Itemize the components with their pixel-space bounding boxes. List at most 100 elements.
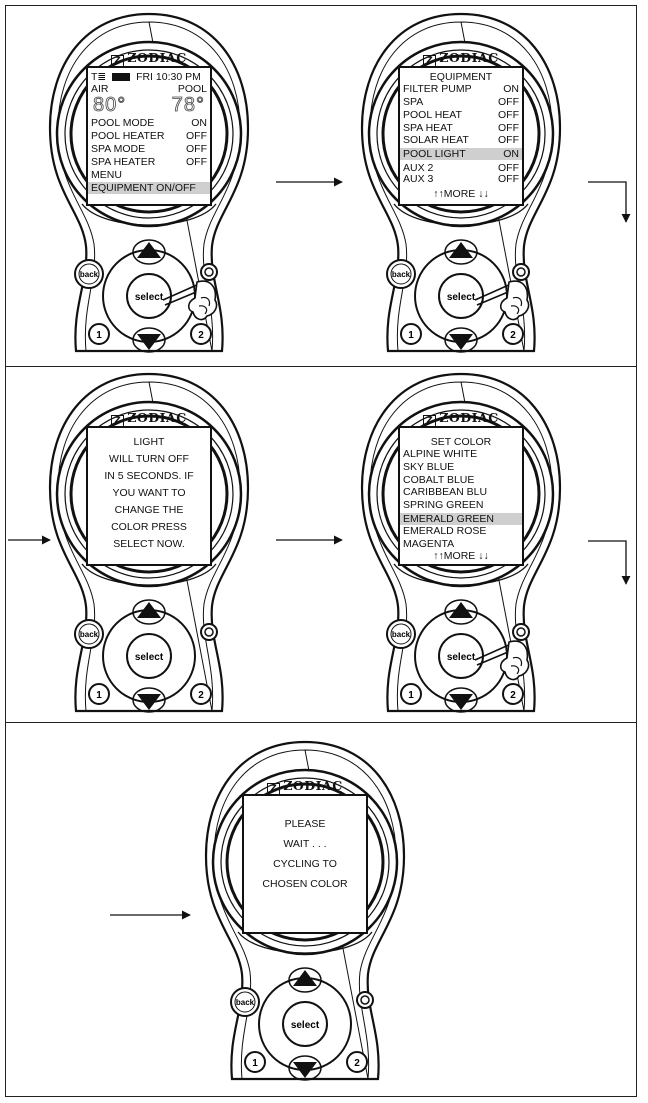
- row-value: ON: [503, 148, 519, 160]
- row-value: OFF: [498, 173, 519, 185]
- more-indicator[interactable]: ↑↑MORE ↓↓: [433, 188, 489, 200]
- up-arrow-icon: [449, 602, 473, 618]
- button-2: [190, 323, 212, 345]
- row-value: OFF: [498, 96, 519, 108]
- back-label: back: [236, 998, 255, 1007]
- power-button: [356, 991, 374, 1009]
- down-arrow-icon: [449, 334, 473, 350]
- screen-title: SET COLOR: [430, 436, 492, 448]
- power-button: [512, 623, 530, 641]
- color-item[interactable]: ALPINE WHITE: [403, 448, 478, 460]
- row-label: SPA HEATER: [91, 156, 156, 168]
- message-line: WILL TURN OFF: [109, 453, 189, 465]
- row-label: SPA MODE: [91, 143, 146, 155]
- color-item[interactable]: CARIBBEAN BLU: [403, 486, 488, 498]
- button-1: [244, 1051, 266, 1073]
- screen-light-message: LIGHT WILL TURN OFF IN 5 SECONDS. IF YOU…: [86, 426, 212, 566]
- row-value: OFF: [498, 109, 519, 121]
- button-1: [400, 683, 422, 705]
- row-label: POOL MODE: [91, 117, 155, 129]
- more-indicator[interactable]: ↑↑MORE ↓↓: [433, 550, 489, 562]
- message-line: YOU WANT TO: [112, 487, 186, 499]
- row-value: OFF: [498, 134, 519, 146]
- bezel-lower-arc: [81, 203, 217, 226]
- power-icon: [360, 995, 370, 1005]
- down-arrow-icon: [137, 334, 161, 350]
- menu-row[interactable]: POOL MODE ON: [91, 117, 207, 129]
- color-item-selected[interactable]: EMERALD GREEN: [400, 513, 522, 525]
- down-button: [288, 1055, 322, 1081]
- up-arrow-icon: [137, 242, 161, 258]
- down-arrow-icon: [293, 1062, 317, 1078]
- color-item[interactable]: COBALT BLUE: [403, 474, 475, 486]
- button-2-label: 2: [354, 1058, 360, 1069]
- battery-icon: [112, 73, 131, 81]
- menu-row[interactable]: SPA MODE OFF: [91, 143, 207, 155]
- power-icon: [516, 627, 526, 637]
- arrow-down-2: [588, 540, 631, 585]
- air-temp: 80°: [93, 94, 127, 117]
- button-2: [502, 683, 524, 705]
- down-button: [132, 687, 166, 713]
- color-item[interactable]: SPRING GREEN: [403, 499, 484, 511]
- menu-row[interactable]: MENU: [91, 169, 207, 181]
- power-button: [200, 623, 218, 641]
- hand-icon: [499, 640, 530, 681]
- message-line: CYCLING TO: [273, 858, 337, 870]
- select-label: select: [135, 292, 164, 303]
- row-value: OFF: [186, 130, 207, 142]
- menu-row[interactable]: POOL HEATER OFF: [91, 130, 207, 142]
- color-item[interactable]: EMERALD ROSE: [403, 525, 487, 537]
- row-label: EQUIPMENT ON/OFF: [91, 182, 196, 194]
- message-line: PLEASE: [284, 818, 326, 830]
- up-arrow-icon: [293, 970, 317, 986]
- select-label: select: [447, 292, 476, 303]
- air-label: AIR: [91, 83, 109, 95]
- button-1: [88, 683, 110, 705]
- row-label: FILTER PUMP: [403, 83, 472, 95]
- color-item[interactable]: MAGENTA: [403, 538, 455, 550]
- select-button: [126, 633, 172, 679]
- hand-fingers-icon: [198, 296, 211, 315]
- message-line: SELECT NOW.: [113, 538, 185, 550]
- hand-icon: [499, 280, 530, 321]
- color-item[interactable]: SKY BLUE: [403, 461, 455, 473]
- back-label: back: [392, 630, 411, 639]
- menu-row-selected[interactable]: EQUIPMENT ON/OFF: [88, 182, 210, 194]
- screen-please-wait: PLEASE WAIT . . . CYCLING TO CHOSEN COLO…: [242, 794, 368, 934]
- diagram-frame: [5, 5, 637, 1097]
- menu-row[interactable]: SPA HEATER OFF: [91, 156, 207, 168]
- button-2: [346, 1051, 368, 1073]
- message-line: COLOR PRESS: [111, 521, 187, 533]
- button-2-label: 2: [198, 330, 204, 341]
- pool-label: POOL: [177, 83, 207, 95]
- button-1-label: 1: [96, 330, 102, 341]
- power-icon: [204, 627, 214, 637]
- button-2-label: 2: [198, 690, 204, 701]
- message-line: WAIT . . .: [283, 838, 327, 850]
- divider-1: [5, 366, 637, 367]
- status-icon: T≣: [91, 71, 107, 83]
- button-1-label: 1: [408, 330, 414, 341]
- row-value: OFF: [186, 143, 207, 155]
- select-button: [282, 1001, 328, 1047]
- screen-main-menu: T≣ FRI 10:30 PM AIR POOL 80° 78° POOL MO…: [86, 66, 212, 206]
- button-2: [502, 323, 524, 345]
- back-button-inner: [78, 623, 100, 645]
- up-button: [288, 967, 322, 993]
- row-label: POOL LIGHT: [403, 148, 466, 160]
- equipment-row-selected[interactable]: POOL LIGHT ON: [400, 148, 522, 160]
